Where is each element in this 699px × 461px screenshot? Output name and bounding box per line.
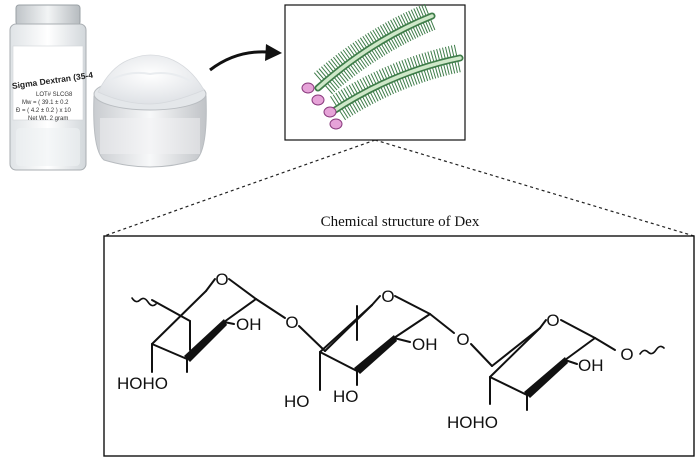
vial-label-line5: Net Wt. 2 gram <box>28 116 68 122</box>
structure-title: Chemical structure of Dex <box>321 214 480 230</box>
atom-ring2-O: O <box>381 287 394 306</box>
end-bead-3 <box>323 106 337 118</box>
polymer-fibers <box>301 3 464 130</box>
atom-link2-O: O <box>456 330 469 349</box>
vial-label <box>12 45 84 121</box>
vial-label-line4: Ð = ( 4.2 ± 0.2 ) x 10 <box>16 108 71 114</box>
powder-pile <box>97 54 205 105</box>
zoom-lines <box>103 139 695 237</box>
chemical-structure <box>131 278 665 411</box>
atom-labels: O OH HOHO O O OH HO HO O O OH HOHO O <box>117 270 634 432</box>
atom-ring3-OH: OH <box>578 356 604 375</box>
end-bead-4 <box>329 118 343 130</box>
atom-ring3-HOHO: HOHO <box>447 413 498 432</box>
atom-ring2-HO-b: HO <box>333 387 359 406</box>
glucose-ring-3 <box>470 319 665 411</box>
glucose-ring-1 <box>131 278 286 373</box>
atom-ring2-OH: OH <box>412 335 438 354</box>
fiber-2 <box>328 44 464 121</box>
sample-vial: Sigma Dextran (35-4 LOT# SLCG8 Mw = ( 39… <box>9 4 94 171</box>
process-arrow <box>209 44 282 72</box>
fiber-1 <box>313 3 436 95</box>
end-bead-2 <box>311 94 325 106</box>
atom-end-O: O <box>620 345 633 364</box>
atom-link1-O: O <box>285 313 298 332</box>
glucose-ring-2 <box>298 295 455 391</box>
atom-ring1-O: O <box>215 270 228 289</box>
structure-frame <box>103 235 695 457</box>
vial-label-line2: LOT# SLCG8 <box>36 92 73 98</box>
illustration-frame <box>284 4 466 141</box>
atom-ring1-HOHO: HOHO <box>117 374 168 393</box>
powder-jar <box>93 54 207 168</box>
vial-label-line3: Mw = ( 39.1 ± 0.2 <box>22 100 69 106</box>
end-bead-1 <box>301 82 315 94</box>
atom-ring1-OH: OH <box>236 315 262 334</box>
dextran-chain-illustration <box>284 3 466 141</box>
vial-cap <box>15 4 81 26</box>
atom-ring2-HO-a: HO <box>284 392 310 411</box>
atom-ring3-O: O <box>546 311 559 330</box>
